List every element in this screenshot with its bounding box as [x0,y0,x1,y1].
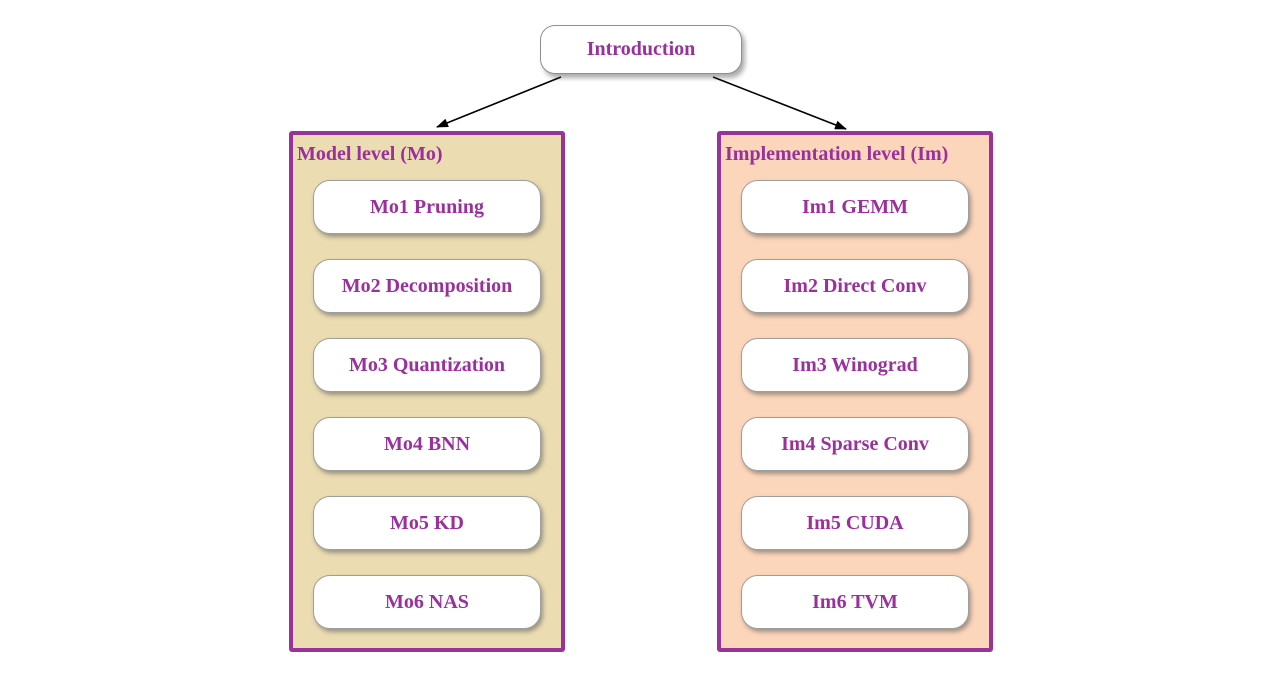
group-implementation-level-title: Implementation level (Im) [725,143,949,165]
node-im3-winograd: Im3 Winograd [741,338,969,392]
group-implementation-level: Implementation level (Im) Im1 GEMM Im2 D… [717,131,993,652]
arrow-to-implementation-level [712,76,847,130]
node-im5-cuda: Im5 CUDA [741,496,969,550]
node-mo6-nas: Mo6 NAS [313,575,541,629]
group-implementation-level-nodes: Im1 GEMM Im2 Direct Conv Im3 Winograd Im… [721,180,989,629]
arrow-to-model-level [436,76,562,128]
node-mo5-kd: Mo5 KD [313,496,541,550]
group-model-level-title: Model level (Mo) [297,143,443,165]
node-mo4-bnn: Mo4 BNN [313,417,541,471]
node-mo2-decomposition: Mo2 Decomposition [313,259,541,313]
node-im6-tvm: Im6 TVM [741,575,969,629]
node-im1-gemm: Im1 GEMM [741,180,969,234]
root-node-introduction: Introduction [540,25,742,74]
node-im4-sparse-conv: Im4 Sparse Conv [741,417,969,471]
node-mo3-quantization: Mo3 Quantization [313,338,541,392]
node-mo1-pruning: Mo1 Pruning [313,180,541,234]
group-model-level: Model level (Mo) Mo1 Pruning Mo2 Decompo… [289,131,565,652]
root-node-label: Introduction [586,38,696,60]
node-im2-direct-conv: Im2 Direct Conv [741,259,969,313]
group-model-level-nodes: Mo1 Pruning Mo2 Decomposition Mo3 Quanti… [293,180,561,629]
